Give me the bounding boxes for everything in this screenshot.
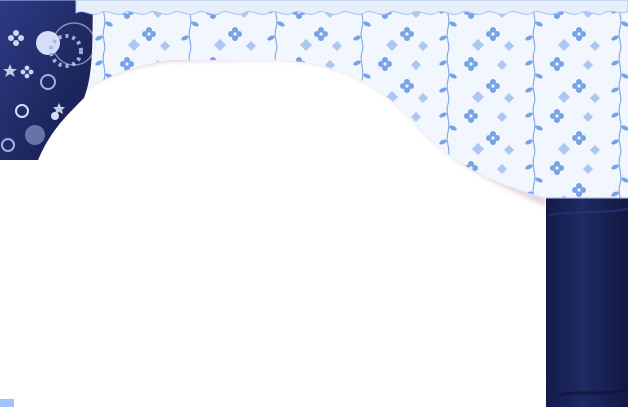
- star-icon: [3, 64, 65, 114]
- flower-icon: [8, 30, 34, 79]
- left-ornament-panel: [0, 0, 93, 160]
- small-corner-mark: [0, 399, 14, 407]
- lace-trim-icon: [0, 0, 628, 15]
- right-navy-panel: [546, 198, 628, 407]
- ornament-icon: [1, 22, 96, 152]
- curtain-pattern: [82, 0, 628, 198]
